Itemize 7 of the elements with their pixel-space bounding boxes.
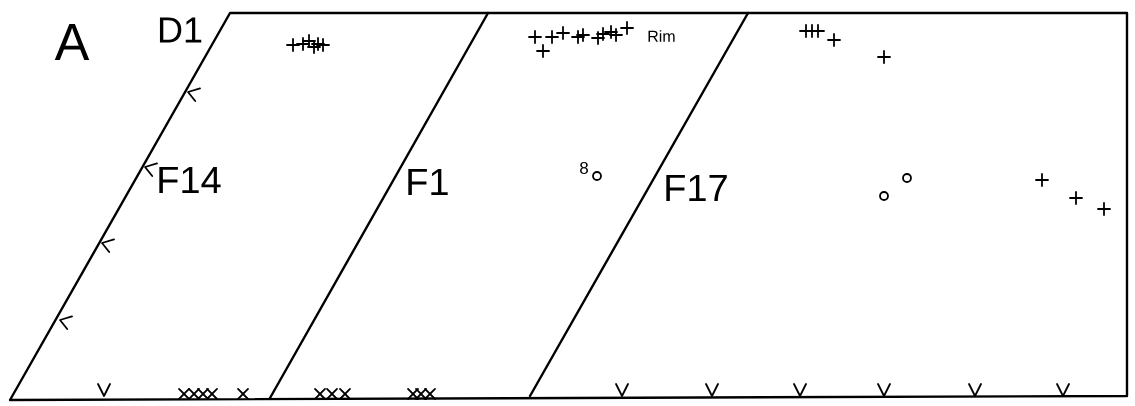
region-label: F14 [159,166,221,194]
count-label: 8 [580,161,588,174]
region-label: F17 [666,174,727,202]
section-label: D1 [159,17,202,43]
rim-label: Rim [648,30,675,42]
region-label: F1 [408,168,448,196]
panel-letter: A [54,24,90,60]
